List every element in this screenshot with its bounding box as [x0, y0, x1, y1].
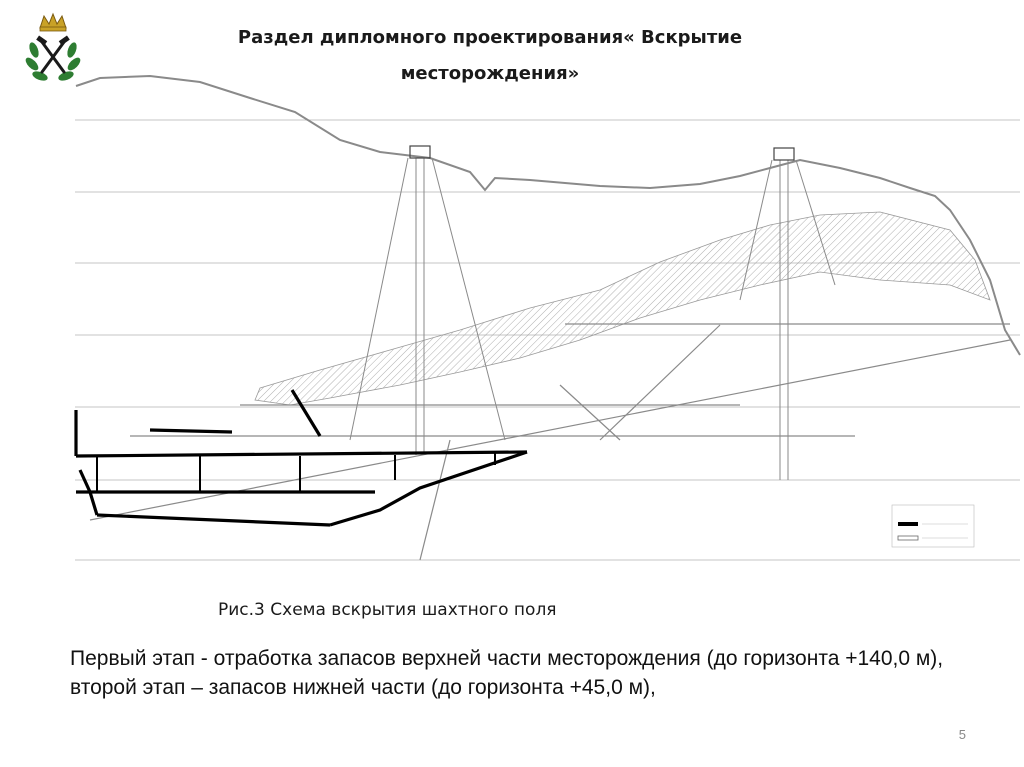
heavy-workings-ticks	[96, 452, 496, 492]
crossed-hammers-icon	[40, 40, 66, 74]
crown-icon	[39, 12, 67, 32]
page-number: 5	[958, 727, 966, 742]
shaft-headframes	[409, 145, 795, 161]
figure-caption: Рис.3 Схема вскрытия шахтного поля	[218, 600, 557, 620]
legend-light-swatch	[897, 535, 919, 541]
body-paragraph: Первый этап - отработка запасов верхней …	[70, 647, 944, 699]
mine-field-opening-scheme-drawing	[74, 74, 1021, 561]
slide-title: Раздел дипломного проектирования« Вскрыт…	[210, 20, 770, 92]
slide-title-line-1: Раздел дипломного проектирования« Вскрыт…	[237, 27, 743, 48]
university-emblem-logo	[25, 12, 81, 81]
thin-workings	[89, 323, 1011, 561]
ground-surface-profile	[75, 74, 1021, 356]
heavy-workings	[74, 389, 528, 527]
drawing-legend	[891, 504, 975, 548]
ore-body-hatched-zone	[254, 211, 991, 406]
legend-heavy-swatch	[898, 522, 918, 526]
slide-title-line-2: месторождения»	[400, 63, 580, 84]
laurel-wreath-icon	[25, 42, 81, 81]
